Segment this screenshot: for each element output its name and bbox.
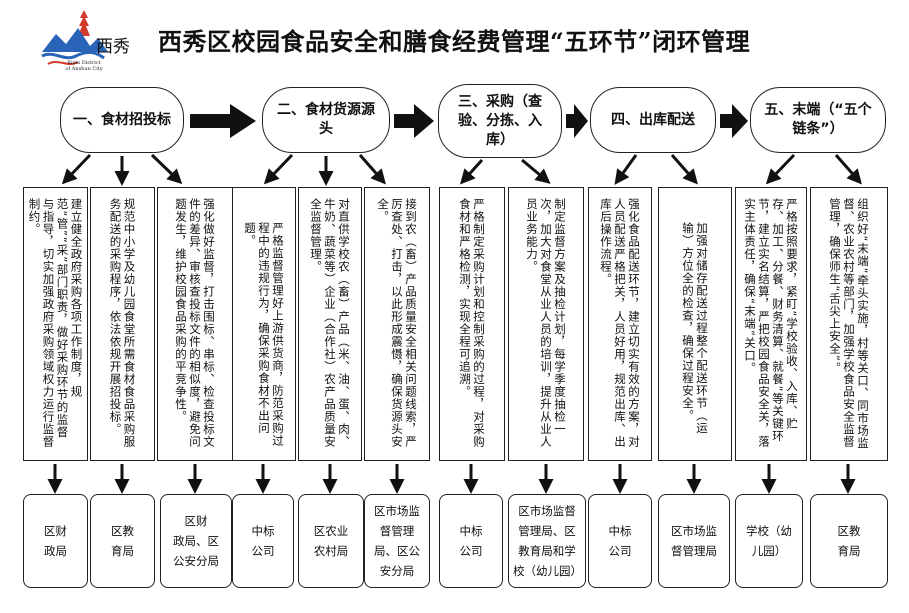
stage-5-end: 五、末端（“五个链条”） (750, 87, 886, 153)
agency-box: 中标公司 (439, 494, 503, 588)
stage-3-purchase: 三、采购（查验、分拣、入库） (438, 84, 562, 158)
agency-box: 区农业农村局 (298, 494, 364, 588)
agency-label-line: 安分局 (379, 564, 415, 578)
agency-label-line: 中标 (608, 524, 632, 538)
logo-brand-text: 西秀 (96, 37, 130, 57)
arrow-s4-d10 (670, 154, 698, 185)
agency-label-line: 学校（幼 (746, 524, 792, 538)
arrow-s5-d12 (834, 154, 862, 185)
xixiu-logo: 西秀 (41, 10, 130, 65)
logo-wave-icon (41, 50, 105, 60)
arrow-s1-d3 (150, 153, 183, 185)
arrow-s3-d8 (521, 158, 551, 184)
agency-box: 区市场监督管理局 (658, 494, 730, 588)
agency-label-line: 区教 (837, 524, 861, 538)
agency-label-line: 公司 (459, 544, 483, 558)
agency-box: 中标公司 (232, 494, 294, 588)
agency-label: 区市场监督管理局、区公安分局 (374, 501, 420, 581)
agency-box: 区财政局 (23, 494, 88, 588)
agency-label: 区财政局 (44, 521, 67, 561)
agency-box: 区教育局 (90, 494, 155, 588)
agency-label-line: 区财 (184, 514, 208, 528)
agency-label-line: 政局 (44, 544, 67, 558)
agency-label-line: 公司 (251, 544, 275, 558)
agency-label: 学校（幼儿园） (746, 521, 792, 561)
stage-4-delivery: 四、出库配送 (590, 87, 716, 153)
agency-label-line: 区市场监 (374, 504, 420, 518)
agency-label: 中标公司 (460, 521, 483, 561)
agency-label: 区农业农村局 (314, 521, 349, 561)
arrow-s4-d9 (614, 154, 638, 185)
agency-label-line: 局、区公 (374, 544, 420, 558)
desc-box: 接到农（畜）产品质量安全相关问题线索，严厉查处、打击，以此形成震慑，确保货源头安… (364, 187, 430, 461)
agency-box: 区市场监督管理局、区教育局和学校（幼儿园） (508, 494, 586, 588)
flow-arrow-3-4 (566, 104, 588, 138)
stage-2-source: 二、食材货源源头 (262, 87, 390, 153)
desc-box: 规范中小学及幼儿园食堂所需食材食品采购服务配送的采购程序，依法依规开展招投标。 (90, 187, 155, 461)
flow-arrow-1-2 (190, 104, 256, 138)
agency-label-line: 中标 (459, 524, 483, 538)
agency-box: 中标公司 (588, 494, 652, 588)
desc-box: 严格制定采购计划和控制采购的过程，对采购食材和严格检测，实现全程可追溯。 (439, 187, 505, 461)
arrow-s5-d11 (765, 153, 796, 185)
agency-label-line: 区市场监督 (518, 504, 576, 518)
agency-label-line: 育局 (837, 544, 861, 558)
arrow-s2-d4 (263, 153, 294, 185)
agency-label-line: 儿园） (751, 544, 787, 558)
agency-box: 区市场监督管理局、区公安分局 (364, 494, 430, 588)
agency-label: 区教育局 (838, 521, 861, 561)
agency-label-line: 督管理 (379, 524, 415, 538)
agency-label-line: 区农业 (313, 524, 349, 538)
flow-arrow-4-5 (720, 104, 748, 138)
desc-box: 严格按照要求，紧盯“学校验收、入库、贮存、加工、分餐、财务清算、就餐”等关键环节… (735, 187, 807, 461)
agency-label-line: 农村局 (313, 544, 349, 558)
agency-label-line: 公安分局 (173, 554, 219, 568)
agency-label-line: 中标 (251, 524, 275, 538)
agency-label-line: 督管理局 (671, 544, 717, 558)
agency-label-line: 校（幼儿园） (513, 564, 582, 578)
stage-1-bidding: 一、食材招投标 (60, 87, 184, 153)
page-title: 西秀区校园食品安全和膳食经费管理“五环节”闭环管理 (158, 27, 751, 56)
agency-label: 中标公司 (252, 521, 275, 561)
agency-label: 区市场监督管理局 (671, 521, 717, 561)
agency-box: 区教育局 (810, 494, 888, 588)
agency-label-line: 政局、区 (173, 534, 219, 548)
agency-label-line: 区财 (44, 524, 67, 538)
desc-box: 建立健全政府采购各项工作制度，规范“管”“采”部门职责，做好采购环节的监督与指导… (23, 187, 88, 461)
arrow-s2-d6 (358, 154, 386, 185)
arrow-s3-d7 (459, 158, 484, 185)
logo-pagoda-icon (78, 10, 90, 36)
agency-label-line: 管理局、区 (518, 524, 576, 538)
agency-label-line: 教育局和学 (518, 544, 576, 558)
desc-box: 强化食品配送环节，建立切实有效的方案，对人员配送严格把关，人员好用，规范出库、出… (588, 187, 652, 461)
agency-label: 区教育局 (111, 521, 134, 561)
logo-subtitle: Xixiu District of Anshun City (65, 60, 103, 72)
flow-arrow-2-3 (394, 104, 434, 138)
agency-box: 区财政局、区公安分局 (160, 494, 232, 588)
desc-box: 制定监督方案及抽检计划，每学季度抽检一次，加大对食堂从业人员的培训，提升从业人员… (508, 187, 584, 461)
desc-box: 对直供学校农（畜）产品（米、油、蛋、肉、牛奶、蔬菜等）企业（合作社）农产品质量安… (298, 187, 362, 461)
desc-box: 组织好“末端”牵头实施，村等关口、同市场监督、农业农村等部门，加强学校食品安全监… (810, 187, 888, 461)
agency-label: 中标公司 (609, 521, 632, 561)
agency-label: 区市场监督管理局、区教育局和学校（幼儿园） (513, 501, 582, 581)
desc-box: 严格监督管理好上游供货商，防范采购过程中的违规行为，确保采购食材不出问题。 (232, 187, 296, 461)
desc-box: 加强对储存配送过程整个配送环节（运输）方位全的检查，确保过程安全。 (658, 187, 732, 461)
logo-mountain-icon (42, 28, 108, 52)
agency-label: 区财政局、区公安分局 (173, 511, 219, 571)
arrow-s1-d1 (61, 153, 92, 185)
agency-label-line: 公司 (608, 544, 632, 558)
agency-box: 学校（幼儿园） (735, 494, 803, 588)
agency-label-line: 区教 (111, 524, 134, 538)
desc-box: 强化做好监督，打击围标、串标、检查投标文件的差异、审核查投标文件的相似度，避免问… (157, 187, 233, 461)
agency-label-line: 育局 (111, 544, 134, 558)
agency-label-line: 区市场监 (671, 524, 717, 538)
